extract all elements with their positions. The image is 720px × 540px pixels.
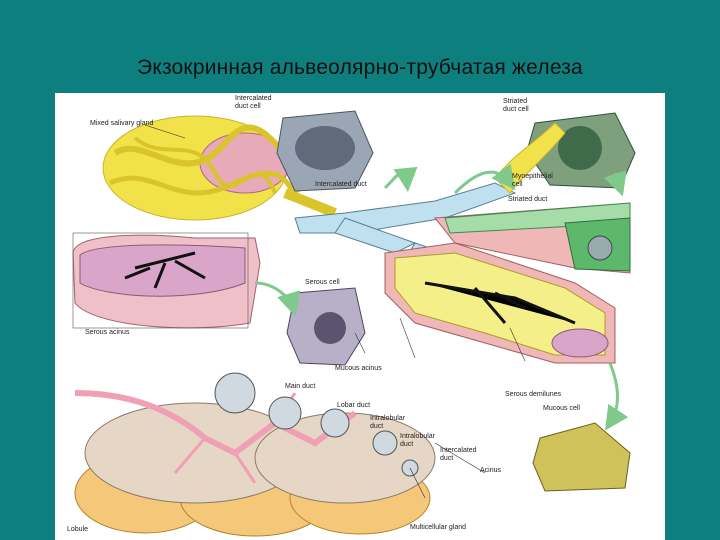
- label-mixed-salivary-gland: Mixed salivary gland: [90, 120, 154, 127]
- mucous-acinus: [384, 242, 616, 364]
- gland-illustration: [70, 110, 636, 538]
- label-intercalated-duct-2: Intercalated duct: [440, 447, 477, 462]
- serous-cell-inset: [286, 287, 366, 366]
- mucous-cell-inset: [532, 422, 631, 492]
- gland-figure: Mixed salivary gland Intercalated duct c…: [55, 93, 665, 540]
- label-myoepithelial-cell: Myoepithelial cell: [512, 173, 553, 188]
- label-main-duct: Main duct: [285, 383, 316, 390]
- label-intercalated-duct: Intercalated duct: [315, 181, 367, 188]
- label-striated-duct-cell: Striated duct cell: [503, 98, 529, 113]
- label-acinus: Acinus: [480, 467, 502, 474]
- multicellular-gland: [70, 372, 450, 538]
- leader-lines: [144, 124, 526, 499]
- intercalated-duct-cell-inset: [276, 110, 374, 192]
- serous-acinus: [72, 232, 261, 329]
- label-lobule: Lobule: [67, 526, 89, 533]
- striated-duct: [434, 202, 631, 274]
- label-mucous-acinus: Mucous acinus: [335, 365, 382, 372]
- pointer-arrows: [254, 163, 629, 431]
- label-intralobular-duct-2: Intralobular duct: [400, 433, 436, 448]
- label-striated-duct: Striated duct: [508, 196, 548, 203]
- slide-title: Экзокринная альвеолярно-трубчатая железа: [137, 56, 583, 79]
- label-lobar-duct: Lobar duct: [337, 402, 371, 409]
- label-serous-cell: Serous cell: [305, 279, 340, 286]
- label-mucous-cell: Mucous cell: [543, 405, 580, 412]
- label-intercalated-duct-cell: Intercalated duct cell: [235, 95, 272, 110]
- label-serous-acinus: Serous acinus: [85, 329, 130, 336]
- label-multicellular-gland: Multicellular gland: [410, 524, 467, 531]
- label-serous-demilunes: Serous demilunes: [505, 391, 562, 398]
- label-intralobular-duct-1: Intralobular duct: [370, 415, 406, 430]
